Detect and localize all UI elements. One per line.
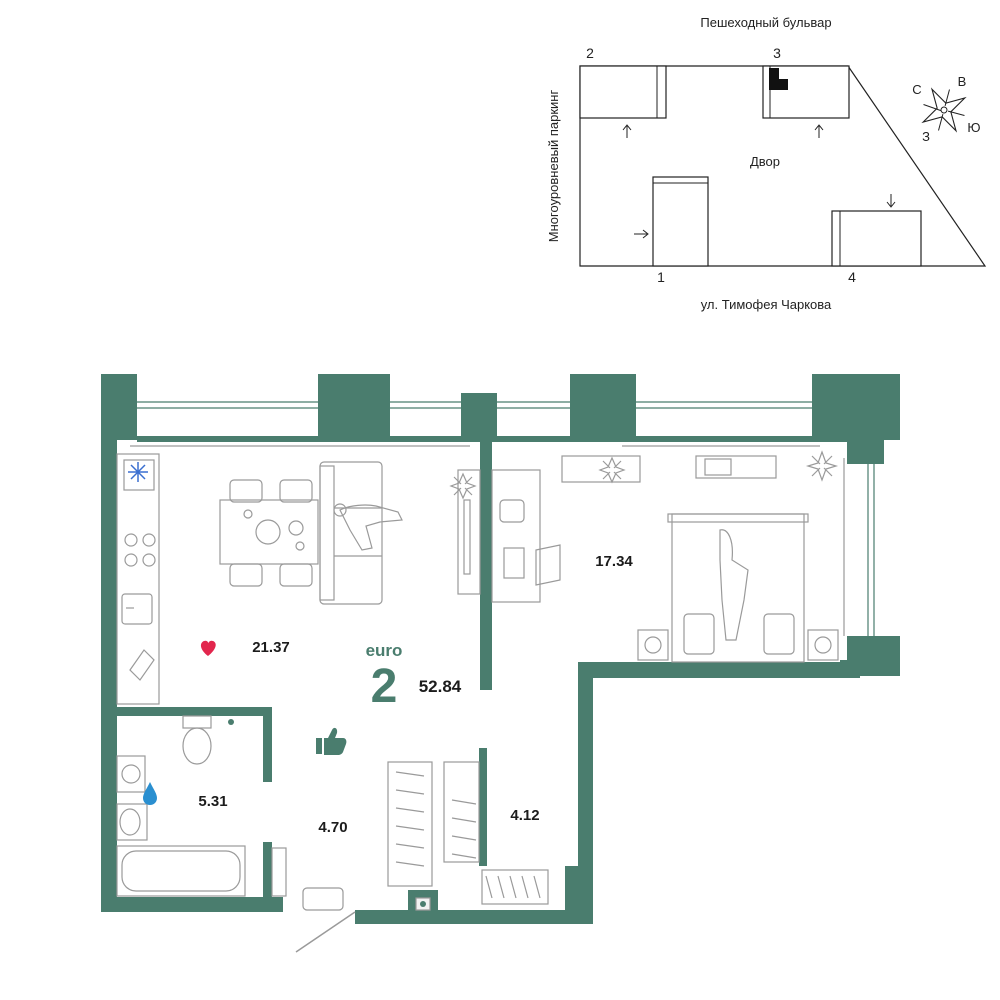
apartment-total-area: 52.84: [419, 677, 462, 696]
building-1: [652, 176, 709, 267]
room-area-storage: 4.12: [510, 807, 539, 824]
heart-icon: [200, 640, 216, 656]
toilet-icon: [182, 715, 212, 765]
compass-west: З: [922, 129, 930, 144]
parking-label: Многоуровневый паркинг: [546, 90, 561, 243]
entrance-arrow-icon: [622, 124, 896, 239]
tv-stand: [457, 469, 481, 595]
sofa: [319, 461, 403, 605]
thumbs-up-icon: [316, 727, 347, 755]
water-drop-icon: [143, 782, 157, 805]
room-area-hall: 4.70: [318, 819, 347, 836]
building-number-4: 4: [848, 269, 856, 285]
bed: [667, 513, 809, 663]
kitchen-counter: [116, 453, 160, 705]
dishwasher-icon: [129, 649, 155, 681]
plant-icon: [449, 472, 477, 500]
building-number-1: 1: [657, 269, 665, 285]
site-outline: [579, 65, 987, 267]
top-street-label: Пешеходный бульвар: [700, 15, 831, 30]
room-area-bedroom: 17.34: [595, 553, 633, 570]
compass-south: Ю: [967, 120, 980, 135]
bathtub-icon: [116, 845, 246, 897]
washing-machine-icon: [116, 755, 146, 793]
curtain-rail: [130, 445, 845, 636]
compass-rose-icon: С В Ю З: [912, 74, 980, 144]
compass-east: В: [958, 74, 967, 89]
site-plan: Пешеходный бульвар ул. Тимофея Чаркова М…: [546, 15, 987, 312]
bottom-street-label: ул. Тимофея Чаркова: [701, 297, 832, 312]
building-2: [579, 65, 667, 119]
sink-icon: [121, 593, 153, 625]
washbasin-icon: [116, 803, 148, 841]
dining-table: [219, 479, 319, 587]
walls: [101, 374, 900, 924]
building-number-2: 2: [586, 45, 594, 61]
room-area-living-kitchen: 21.37: [252, 639, 290, 656]
current-section-marker: [769, 68, 788, 90]
compass-north: С: [912, 82, 921, 97]
window-icon: [137, 401, 875, 636]
apartment-type-word: euro: [366, 641, 403, 660]
bathroom-furniture: [116, 715, 246, 897]
building-4: [831, 210, 922, 267]
room-area-bathroom: 5.31: [198, 793, 227, 810]
bedroom-furniture: [491, 450, 839, 663]
apartment-rooms-count: 2: [371, 660, 398, 713]
cooktop-icon: [124, 533, 156, 567]
building-number-3: 3: [773, 45, 781, 61]
snowflake-icon: [128, 462, 148, 482]
hall-furniture: [271, 761, 549, 953]
courtyard-label: Двор: [750, 154, 780, 169]
